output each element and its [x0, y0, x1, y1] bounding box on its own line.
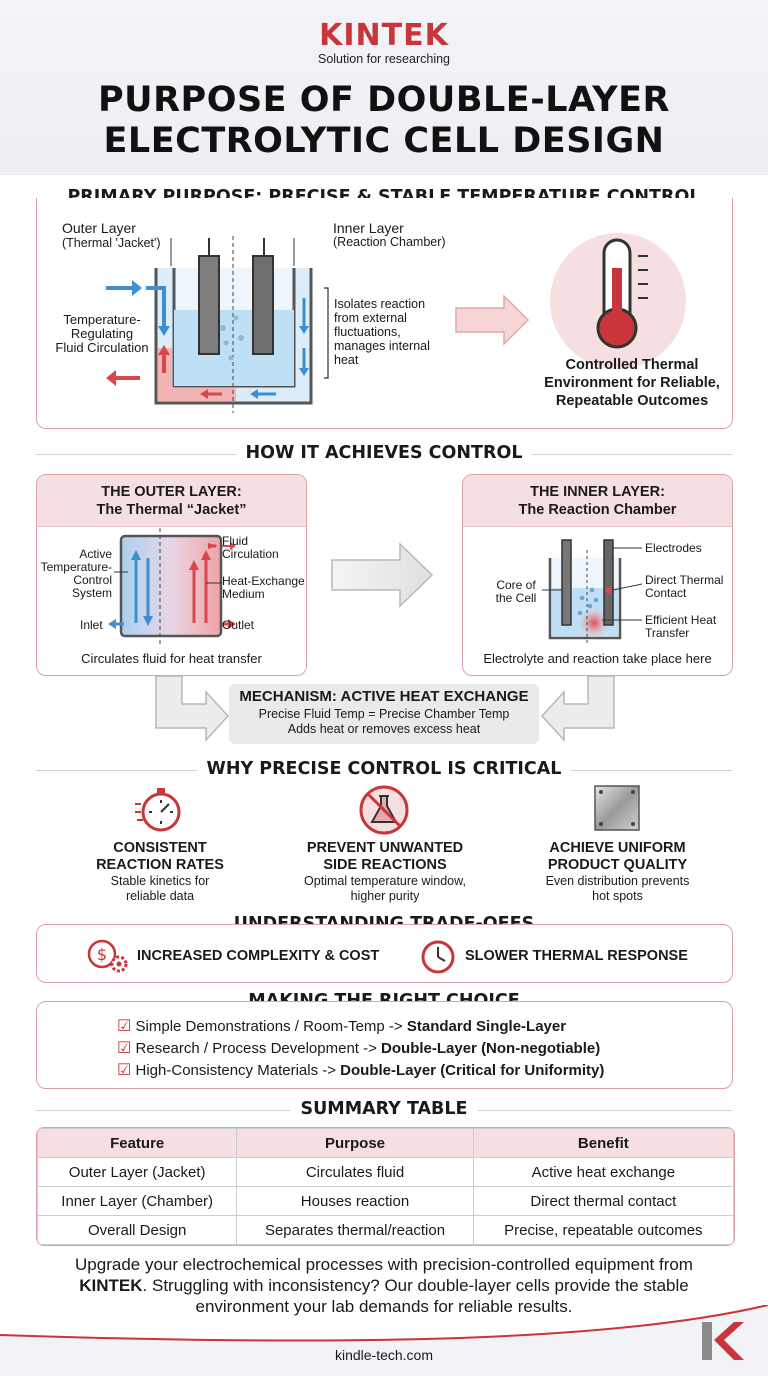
page-title: PURPOSE OF DOUBLE-LAYER ELECTROLYTIC CEL…: [0, 80, 768, 162]
metal-plate-icon: [594, 785, 640, 831]
thermal-jacket-diagram: [108, 528, 236, 644]
cost-gear-icon: $: [87, 939, 128, 973]
electrolyte: [174, 310, 294, 386]
table-cell: Outer Layer (Jacket): [37, 1157, 238, 1187]
choice-panel: [36, 1001, 733, 1089]
why-heading: WHY PRECISE CONTROL IS CRITICAL: [0, 759, 768, 779]
table-cell: Direct thermal contact: [472, 1186, 734, 1216]
electrode-right: [252, 255, 274, 355]
inner-layer-card: THE INNER LAYER:The Reaction Chamber: [462, 474, 733, 676]
choice-item: ☑ Simple Demonstrations / Room-Temp -> S…: [117, 1018, 567, 1035]
footer-swoosh: [0, 1305, 768, 1376]
table-cell: Houses reaction: [236, 1186, 474, 1216]
column-header: Benefit: [472, 1128, 734, 1158]
footer-line2: KINTEK. Struggling with inconsistency? O…: [79, 1276, 689, 1295]
table-row: Overall Design Separates thermal/reactio…: [37, 1215, 734, 1245]
summary-table: Feature Purpose Benefit Outer Layer (Jac…: [37, 1128, 734, 1245]
mechanism-title: MECHANISM: ACTIVE HEAT EXCHANGE: [239, 688, 529, 705]
inlet-label: Inlet: [80, 618, 103, 632]
mechanism-arrows: [155, 676, 615, 742]
electrodes-label: Electrodes: [645, 541, 702, 555]
checkbox-icon: ☑: [117, 1040, 132, 1057]
footer-promo: Upgrade your electrochemical processes w…: [0, 1254, 768, 1317]
checkbox-icon: ☑: [117, 1062, 132, 1079]
page-title-line2: ELECTROLYTIC CELL DESIGN: [103, 121, 665, 161]
table-cell: Circulates fluid: [236, 1157, 474, 1187]
outer-layer-label: Outer Layer (Thermal 'Jacket'): [62, 220, 161, 251]
table-row: Inner Layer (Chamber) Houses reaction Di…: [37, 1186, 734, 1216]
inner-layer-label: Inner Layer (Reaction Chamber): [333, 220, 446, 249]
choice-item: ☑ Research / Process Development -> Doub…: [117, 1040, 601, 1057]
inner-card-caption: Electrolyte and reaction take place here: [483, 651, 712, 666]
choice-list: ☑ Simple Demonstrations / Room-Temp -> S…: [117, 1016, 604, 1082]
tradeoffs-panel: [36, 924, 733, 983]
no-flask-icon: [359, 785, 409, 835]
outlet-label: Outlet: [222, 618, 255, 632]
outer-card-caption: Circulates fluid for heat transfer: [81, 651, 262, 666]
table-row: Outer Layer (Jacket) Circulates fluid Ac…: [37, 1157, 734, 1187]
hero-background: [0, 0, 768, 175]
page-title-line1: PURPOSE OF DOUBLE-LAYER: [98, 80, 670, 120]
inner-card-header: THE INNER LAYER:The Reaction Chamber: [463, 475, 732, 527]
reaction-chamber-diagram: [542, 539, 643, 646]
brand-logo[interactable]: KINTEK: [319, 18, 449, 53]
column-header: Feature: [37, 1128, 238, 1158]
footer-line3: environment your lab demands for reliabl…: [195, 1297, 573, 1316]
summary-table-wrap: Feature Purpose Benefit Outer Layer (Jac…: [36, 1127, 735, 1246]
summary-heading: SUMMARY TABLE: [0, 1099, 768, 1119]
clock-icon: [421, 940, 455, 974]
table-cell: Precise, repeatable outcomes: [472, 1215, 734, 1245]
outer-card-header: THE OUTER LAYER:The Thermal “Jacket”: [37, 475, 306, 527]
stopwatch-icon: [135, 788, 181, 832]
table-cell: Active heat exchange: [472, 1157, 734, 1187]
kintek-k-logo-icon[interactable]: [698, 1318, 744, 1364]
electrode-left: [198, 255, 220, 355]
center-arrow: [331, 542, 434, 608]
footer-url[interactable]: kindle-tech.com: [334, 1347, 434, 1363]
table-cell: Inner Layer (Chamber): [37, 1186, 238, 1216]
brand-block: KINTEK Solution for researching: [0, 18, 768, 66]
flow-arrow: [455, 294, 530, 346]
column-header: Purpose: [236, 1128, 474, 1158]
mechanism-line1: Precise Fluid Temp = Precise Chamber Tem…: [258, 707, 510, 721]
thermometer-icon: [596, 238, 648, 349]
mechanism-box: MECHANISM: ACTIVE HEAT EXCHANGE Precise …: [229, 684, 539, 744]
svg-text:$: $: [97, 945, 107, 964]
brand-tagline: Solution for researching: [317, 52, 451, 66]
tradeoff-cost-label: INCREASED COMPLEXITY & COST: [137, 948, 380, 964]
mechanism-line2: Adds heat or removes excess heat: [287, 722, 481, 736]
table-cell: Overall Design: [37, 1215, 238, 1245]
choice-item: ☑ High-Consistency Materials -> Double-L…: [117, 1062, 605, 1079]
double-layer-cell-diagram: [106, 233, 686, 413]
table-cell: Separates thermal/reaction: [236, 1215, 474, 1245]
checkbox-icon: ☑: [117, 1018, 132, 1035]
footer-line1: Upgrade your electrochemical processes w…: [75, 1255, 693, 1274]
footer-brand[interactable]: KINTEK: [79, 1276, 143, 1295]
tradeoff-response-label: SLOWER THERMAL RESPONSE: [465, 948, 688, 964]
how-heading: HOW IT ACHIEVES CONTROL: [0, 443, 768, 463]
table-header-row: Feature Purpose Benefit: [37, 1128, 734, 1158]
